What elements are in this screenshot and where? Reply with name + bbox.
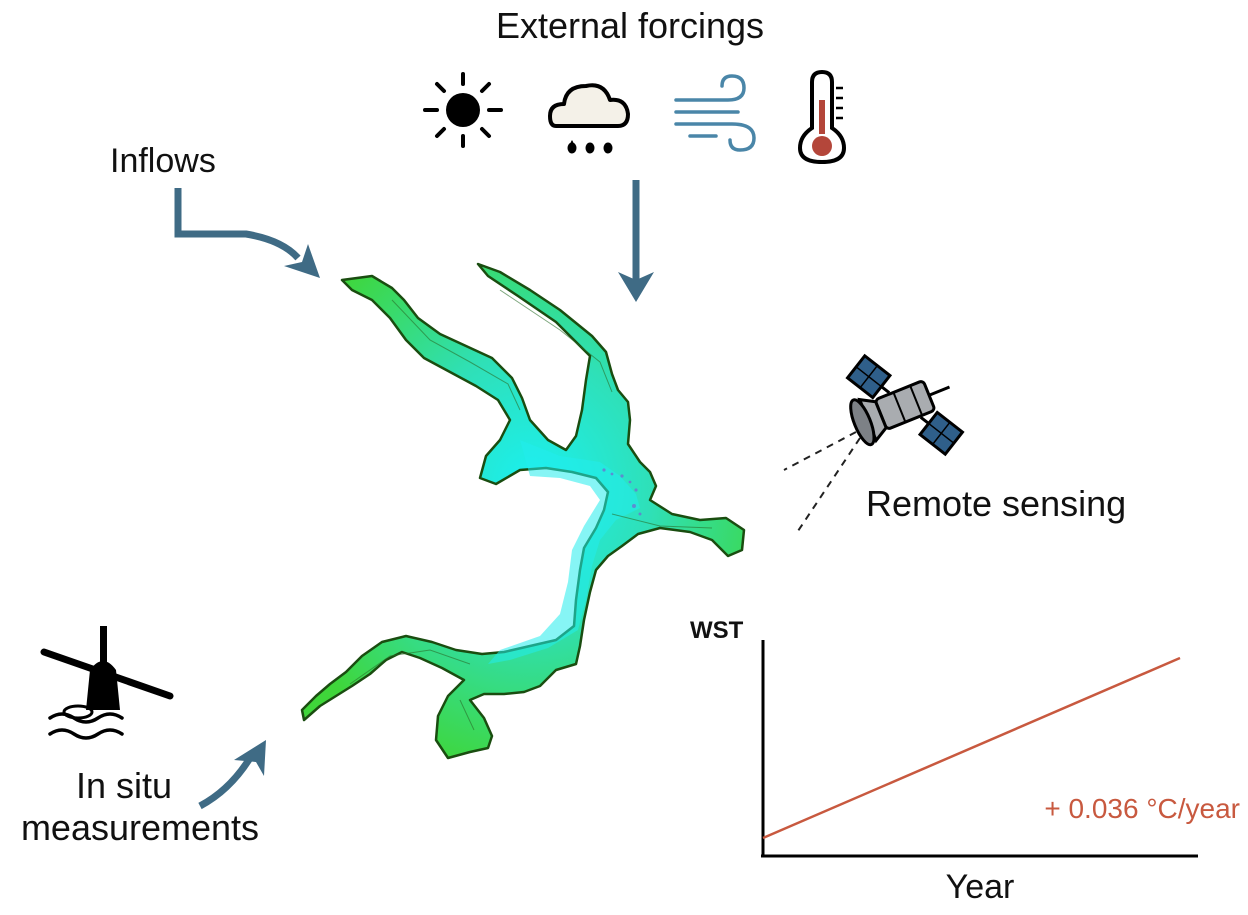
external-forcings-title: External forcings [496, 5, 764, 46]
wind-icon [674, 74, 756, 152]
inflows-label: Inflows [110, 142, 216, 180]
forcing-arrow-head [618, 272, 654, 302]
in-situ-label-line1: In situ [76, 765, 172, 806]
in-situ-arrow-head [234, 740, 266, 776]
in-situ-label-line2: measurements [21, 807, 259, 848]
in-situ-arrow [198, 756, 253, 810]
reservoir-map [300, 262, 746, 760]
inflow-arrow [174, 188, 301, 261]
y-axis-label: WST [690, 617, 744, 644]
x-axis-label: Year [946, 868, 1015, 906]
buoy-icon [40, 626, 174, 740]
satellite-icon [783, 353, 965, 535]
wst-trend-chart: WST Year + 0.036 °C/year [690, 617, 1240, 906]
thermometer-icon [797, 69, 847, 165]
trend-line [762, 656, 1181, 840]
trend-label: + 0.036 °C/year [1044, 793, 1240, 824]
remote-sensing-label: Remote sensing [866, 483, 1126, 524]
inflow-arrow-head [284, 244, 320, 278]
rain-cloud-icon [548, 83, 630, 154]
sun-icon [423, 72, 503, 148]
